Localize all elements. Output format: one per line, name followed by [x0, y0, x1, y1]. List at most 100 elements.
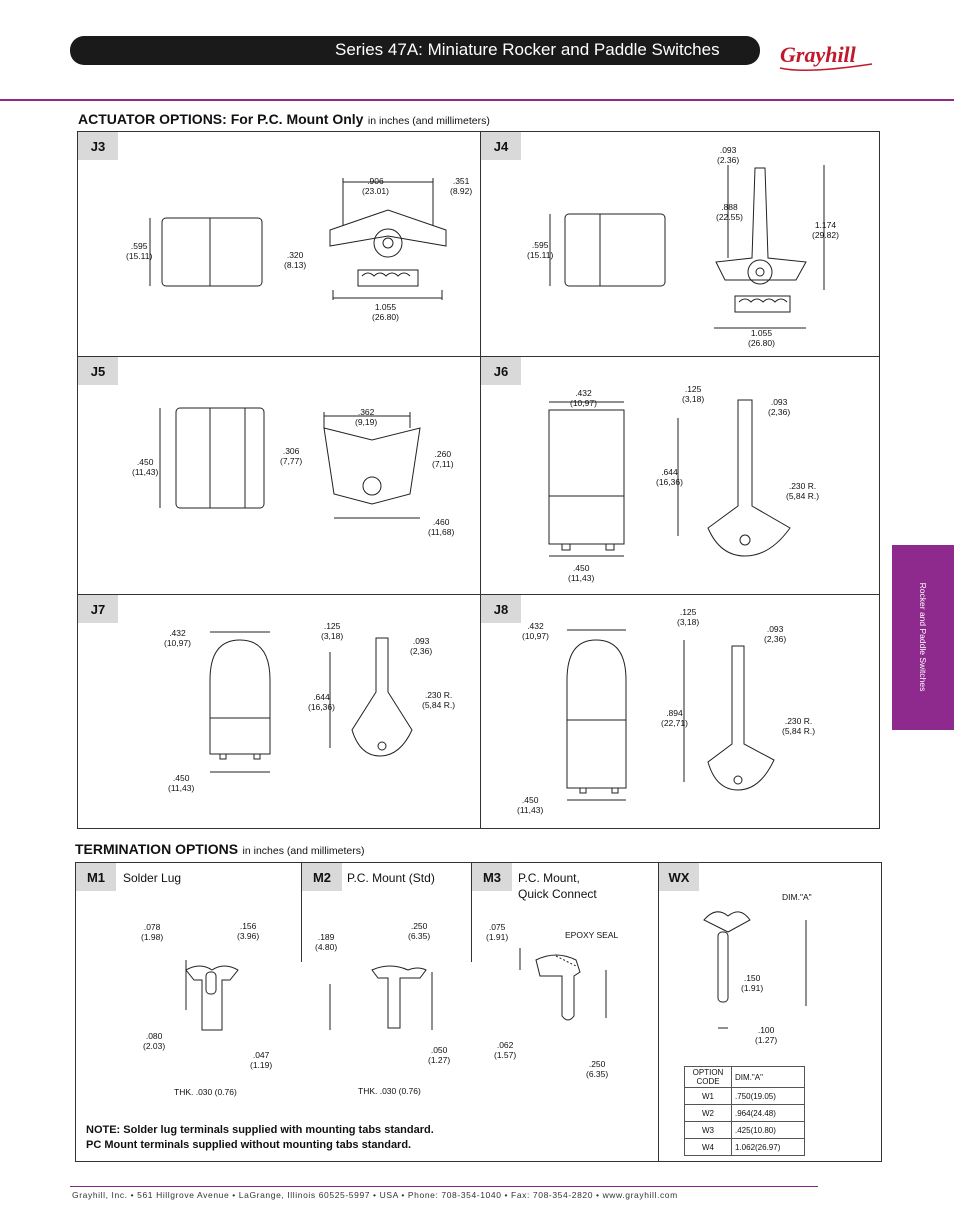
header-bar: [70, 36, 760, 65]
m2-name: P.C. Mount (Std): [347, 871, 435, 885]
side-tab[interactable]: [892, 545, 954, 730]
j7-dim-644: .644(16,36): [308, 692, 335, 712]
cell-label-j6: J6: [481, 357, 521, 385]
j5-dim-450: .450(11,43): [132, 457, 159, 477]
table-header-code: OPTION CODE: [684, 1066, 732, 1088]
cell-label-j3: J3: [78, 132, 118, 160]
table-cell-val: 1.062(26.97): [731, 1138, 805, 1156]
m3-drawing: [519, 948, 607, 1021]
j4-dim-595: .595(15.11): [527, 240, 554, 260]
j8-dim-230r: .230 R.(5,84 R.): [782, 716, 816, 736]
term-vdivider-2: [471, 862, 472, 962]
j6-dim-450: .450(11,43): [568, 563, 595, 583]
table-cell-val: .964(24.48): [731, 1104, 805, 1122]
j5-dim-306: .306(7,77): [280, 446, 303, 466]
cell-label-j7: J7: [78, 595, 118, 623]
m1-dim-156: .156(3.96): [237, 921, 260, 941]
wx-dim-150: .150(1.91): [741, 973, 764, 993]
actuator-subtitle: in inches (and millimeters): [367, 115, 490, 127]
j8-dim-450: .450(11,43): [517, 795, 544, 815]
j8-drawing: [566, 629, 775, 801]
cell-label-m1: M1: [76, 863, 116, 891]
table-cell-code: W4: [684, 1138, 732, 1156]
j5-dim-362: .362(9,19): [355, 407, 378, 427]
j8-dim-093: .093(2,36): [764, 624, 787, 644]
m2-dim-189: .189(4.80): [315, 932, 338, 952]
j7-dim-230r: .230 R.(5,84 R.): [422, 690, 456, 710]
table-row: W1 .750(19.05): [684, 1087, 805, 1105]
j3-dim-1055: 1.055(26.80): [372, 302, 399, 322]
j3-drawing: [149, 178, 447, 300]
m1-thickness: THK. .030 (0.76): [174, 1087, 237, 1097]
footer-address: Grayhill, Inc. • 561 Hillgrove Avenue • …: [72, 1190, 678, 1200]
dim-a-table: OPTION CODE DIM."A" W1 .750(19.05) W2 .9…: [684, 1066, 805, 1156]
j3-dim-906: .906(23.01): [362, 176, 389, 196]
j6-dim-093: .093(2,36): [768, 397, 791, 417]
j7-drawing: [209, 631, 413, 773]
note-line-1: NOTE: Solder lug terminals supplied with…: [86, 1124, 434, 1136]
wx-dim-100: .100(1.27): [755, 1025, 778, 1045]
m1-dim-078: .078(1.98): [141, 922, 164, 942]
j4-drawing: [549, 165, 825, 329]
cell-label-wx: WX: [659, 863, 699, 891]
m2-drawing: [329, 965, 433, 1030]
m1-name: Solder Lug: [123, 871, 182, 885]
j6-drawing: [548, 399, 791, 557]
note-line-2: PC Mount terminals supplied without moun…: [86, 1139, 412, 1151]
j5-drawing: [159, 407, 421, 519]
m3-dim-062: .062(1.57): [494, 1040, 517, 1060]
svg-text:Grayhill: Grayhill: [780, 42, 857, 67]
table-row: W4 1.062(26.97): [684, 1138, 805, 1156]
table-cell-code: W3: [684, 1121, 732, 1139]
cell-label-j4: J4: [481, 132, 521, 160]
j7-dim-125: .125(3,18): [321, 621, 344, 641]
termination-note: NOTE: Solder lug terminals supplied with…: [86, 1123, 434, 1153]
m3-dim-075: .075(1.91): [486, 922, 509, 942]
j6-dim-644: .644(16,36): [656, 467, 683, 487]
j4-dim-888: .888(22.55): [716, 202, 743, 222]
actuator-heading: ACTUATOR OPTIONS: For P.C. Mount Only in…: [78, 111, 490, 129]
j8-dim-432: .432(10,97): [522, 621, 549, 641]
j7-dim-450: .450(11,43): [168, 773, 195, 793]
term-vdivider-3: [658, 862, 659, 1162]
m3-name: P.C. Mount, Quick Connect: [518, 871, 597, 901]
m1-drawing: [185, 960, 239, 1031]
j3-dim-351: .351(8.92): [450, 176, 473, 196]
actuator-hdivider-2: [77, 594, 880, 595]
j3-dim-595: .595(15.11): [126, 241, 153, 261]
table-cell-code: W2: [684, 1104, 732, 1122]
j6-dim-230r: .230 R.(5,84 R.): [786, 481, 820, 501]
termination-panel: [75, 862, 882, 1162]
actuator-hdivider-1: [77, 356, 880, 357]
j7-dim-093: .093(2,36): [410, 636, 433, 656]
j8-dim-894: .894(22,71): [661, 708, 688, 728]
term-vdivider-1: [301, 862, 302, 962]
m2-dim-250: .250(6.35): [408, 921, 431, 941]
table-row: W2 .964(24.48): [684, 1104, 805, 1122]
actuator-title: ACTUATOR OPTIONS: For P.C. Mount Only: [78, 111, 364, 127]
j3-dim-320: .320(8.13): [284, 250, 307, 270]
termination-title: TERMINATION OPTIONS: [75, 841, 239, 857]
table-header-val: DIM."A": [731, 1066, 805, 1088]
m3-dim-250: .250(6.35): [586, 1059, 609, 1079]
m1-dim-047: .047(1.19): [250, 1050, 273, 1070]
table-cell-val: .425(10.80): [731, 1121, 805, 1139]
j7-dim-432: .432(10,97): [164, 628, 191, 648]
j5-dim-460: .460(11,68): [428, 517, 455, 537]
cell-label-m2: M2: [302, 863, 342, 891]
termination-subtitle: in inches (and millimeters): [242, 845, 365, 857]
actuator-vdivider: [480, 131, 481, 829]
header-rule: [0, 99, 954, 101]
cell-label-j8: J8: [481, 595, 521, 623]
j4-dim-093: .093(2.36): [717, 145, 740, 165]
cell-label-j5: J5: [78, 357, 118, 385]
table-row: W3 .425(10.80): [684, 1121, 805, 1139]
wx-drawing: [703, 911, 807, 1029]
page-title: Series 47A: Miniature Rocker and Paddle …: [335, 40, 720, 59]
table-cell-code: W1: [684, 1087, 732, 1105]
m2-dim-050: .050(1.27): [428, 1045, 451, 1065]
table-header-row: OPTION CODE DIM."A": [684, 1066, 805, 1088]
grayhill-logo: Grayhill: [779, 42, 873, 71]
m3-epoxy-seal: EPOXY SEAL: [565, 930, 619, 940]
